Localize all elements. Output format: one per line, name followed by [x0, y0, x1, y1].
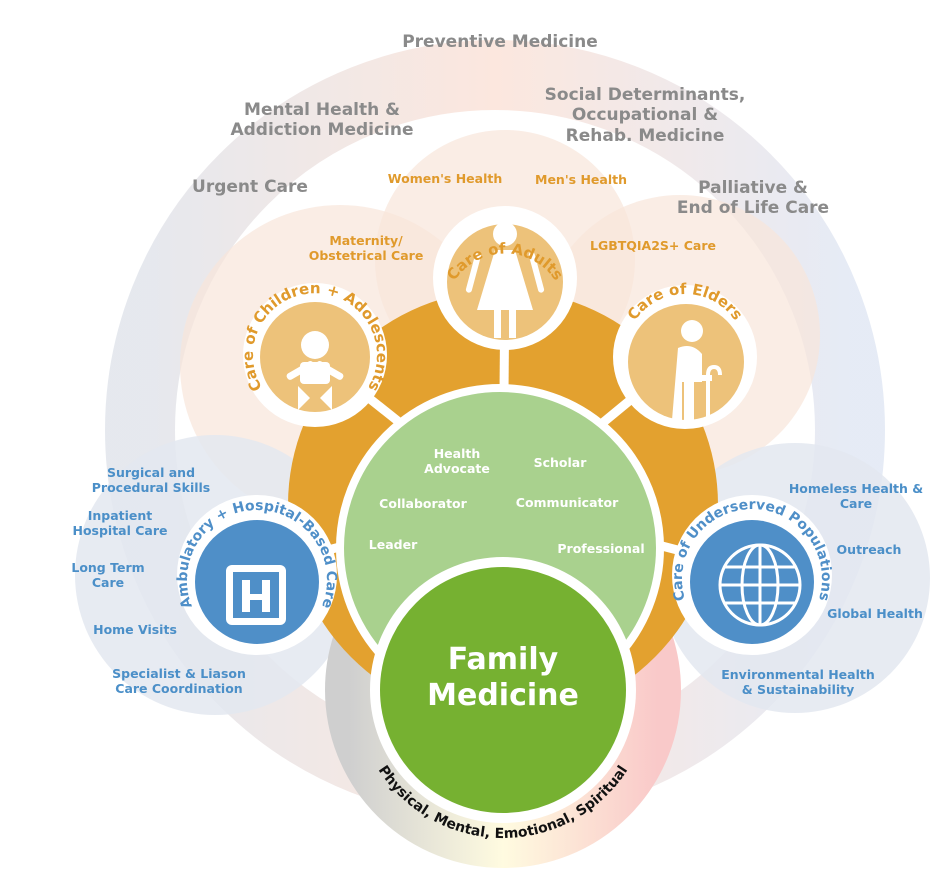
mens-health-label: Men's Health — [535, 172, 627, 187]
ambulatory-topic: Specialist & Liason Care Coordination — [112, 666, 246, 696]
underserved-hub: Care of Underserved Populations — [670, 495, 834, 655]
ambulatory-hub: Ambulatory + Hospital-Based Care — [175, 495, 339, 655]
role-professional: Professional — [557, 541, 645, 556]
palliative-care-label: Palliative & End of Life Care — [676, 178, 830, 219]
children-hub: Care of Children + Adolescents — [239, 279, 391, 427]
elders-hub: Care of Elders — [613, 280, 757, 429]
womens-health-label: Women's Health — [387, 171, 503, 186]
globe-icon — [718, 543, 802, 627]
role-health-advocate: Health Advocate — [424, 446, 490, 476]
role-leader: Leader — [368, 537, 418, 552]
preventive-medicine-label: Preventive Medicine — [402, 32, 598, 52]
underserved-topic: Homeless Health & Care — [788, 481, 924, 511]
mental-health-label: Mental Health & Addiction Medicine — [230, 100, 414, 141]
family-medicine-title: Family Medicine — [427, 642, 579, 713]
underserved-topic: Environmental Health & Sustainability — [721, 667, 875, 697]
role-communicator: Communicator — [515, 495, 619, 510]
ambulatory-topic: Long Term Care — [71, 560, 145, 590]
lgbtqia-care-label: LGBTQIA2S+ Care — [589, 238, 717, 253]
ambulatory-topic: Inpatient Hospital Care — [72, 508, 168, 538]
role-scholar: Scholar — [533, 455, 587, 470]
hospital-icon — [226, 565, 286, 625]
adults-hub: Care of Adults — [433, 206, 577, 350]
elder-icon — [672, 320, 722, 420]
social-determinants-label: Social Determinants, Occupational & Reha… — [544, 85, 746, 146]
role-collaborator: Collaborator — [379, 496, 467, 511]
underserved-topic: Outreach — [836, 542, 902, 557]
family-medicine-circle — [370, 557, 636, 823]
woman-icon — [465, 222, 545, 338]
urgent-care-label: Urgent Care — [192, 177, 308, 197]
underserved-topic: Global Health — [827, 606, 923, 621]
ambulatory-topic: Surgical and Procedural Skills — [91, 465, 211, 495]
ambulatory-topic: Home Visits — [93, 622, 177, 637]
baby-icon — [286, 331, 344, 410]
maternity-label: Maternity/ Obstetrical Care — [308, 233, 424, 263]
